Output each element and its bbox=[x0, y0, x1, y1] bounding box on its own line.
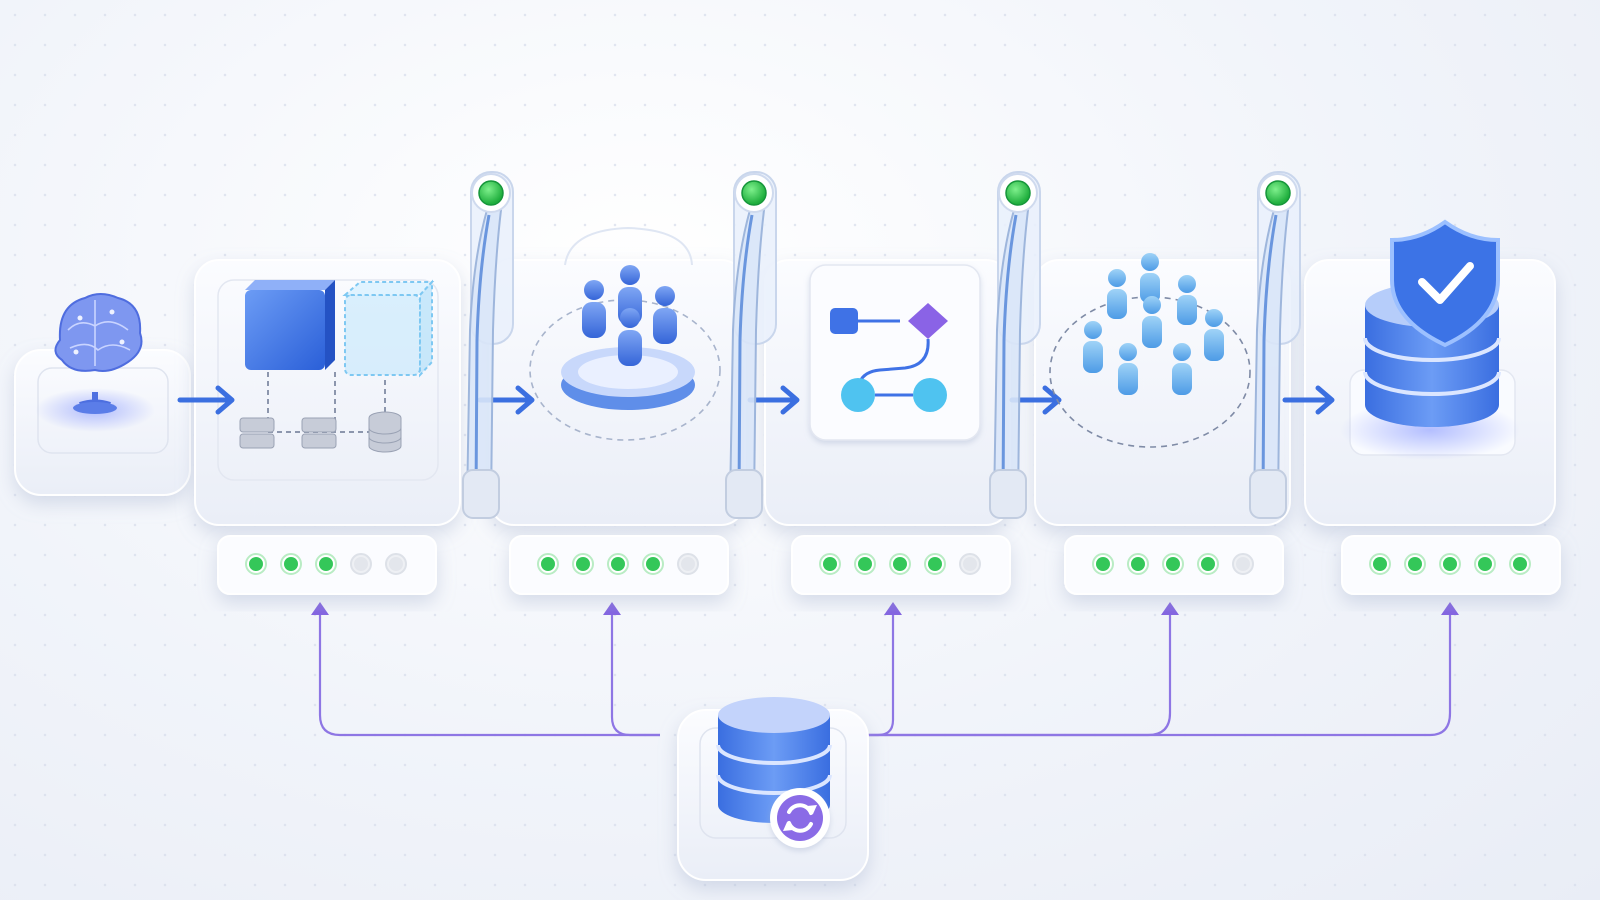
progress-dot-empty bbox=[959, 553, 981, 575]
hub-connectors bbox=[318, 612, 1452, 737]
person-icon bbox=[1083, 321, 1103, 373]
gate-2 bbox=[725, 171, 777, 519]
connector-stage-2 bbox=[610, 612, 660, 737]
progress-dot-empty bbox=[1232, 553, 1254, 575]
progress-dot-filled bbox=[1404, 553, 1426, 575]
progress-dot-filled bbox=[572, 553, 594, 575]
arrowhead-4 bbox=[1161, 602, 1179, 615]
arrowhead-2 bbox=[603, 602, 621, 615]
connector-stage-1 bbox=[318, 612, 660, 737]
progress-dot-filled bbox=[1162, 553, 1184, 575]
progress-dot-filled bbox=[1369, 553, 1391, 575]
stage-panel-workflow[interactable] bbox=[764, 259, 1011, 526]
progress-dot-empty bbox=[350, 553, 372, 575]
progress-dot-filled bbox=[537, 553, 559, 575]
person-icon bbox=[1177, 275, 1197, 325]
progress-dot-filled bbox=[1439, 553, 1461, 575]
connector-stage-5 bbox=[850, 612, 1452, 737]
progress-dot-filled bbox=[854, 553, 876, 575]
progress-dot-filled bbox=[245, 553, 267, 575]
server-icon bbox=[239, 417, 275, 449]
progress-dot-filled bbox=[642, 553, 664, 575]
people-group-icon bbox=[529, 226, 721, 441]
brain-icon bbox=[54, 293, 143, 414]
person-icon bbox=[618, 308, 642, 366]
arrowhead-5 bbox=[1441, 602, 1459, 615]
hub-database-sync-node[interactable] bbox=[677, 697, 869, 881]
progress-bar-secure-storage bbox=[1341, 535, 1561, 595]
shield-check-icon bbox=[1390, 219, 1500, 348]
gate-3 bbox=[989, 171, 1041, 519]
cubes-servers-icon bbox=[239, 279, 435, 453]
progress-dot-filled bbox=[1197, 553, 1219, 575]
person-icon bbox=[653, 286, 677, 344]
source-brain-node[interactable] bbox=[14, 293, 191, 496]
person-icon bbox=[1172, 343, 1192, 395]
arrowhead-3 bbox=[884, 602, 902, 615]
progress-dot-filled bbox=[889, 553, 911, 575]
person-icon bbox=[1142, 296, 1162, 348]
green-light-icon bbox=[471, 173, 511, 213]
person-icon bbox=[582, 280, 606, 338]
progress-bar-team-group bbox=[509, 535, 729, 595]
progress-dot-filled bbox=[607, 553, 629, 575]
progress-dot-empty bbox=[385, 553, 407, 575]
arrow-right-icon bbox=[177, 385, 235, 415]
progress-dot-filled bbox=[315, 553, 337, 575]
workflow-icon bbox=[830, 303, 948, 412]
database-small-icon bbox=[368, 411, 402, 453]
connector-arrowheads bbox=[311, 602, 1459, 615]
progress-dot-filled bbox=[819, 553, 841, 575]
progress-bar-workflow bbox=[791, 535, 1011, 595]
progress-bars bbox=[217, 535, 1561, 595]
database-sync-icon bbox=[716, 697, 832, 848]
shield-database-icon bbox=[1340, 219, 1520, 460]
arrow-right-icon bbox=[1282, 385, 1335, 415]
arrow-right-icon bbox=[747, 385, 800, 415]
gate-4 bbox=[1249, 171, 1301, 519]
progress-dot-filled bbox=[1509, 553, 1531, 575]
progress-dot-filled bbox=[280, 553, 302, 575]
arrowhead-1 bbox=[311, 602, 329, 615]
person-icon bbox=[1140, 253, 1160, 303]
sync-icon bbox=[770, 788, 830, 848]
progress-bar-crowd-scale bbox=[1064, 535, 1284, 595]
server-icon bbox=[301, 417, 337, 449]
gates bbox=[462, 171, 1301, 519]
green-light-icon bbox=[998, 173, 1038, 213]
connector-stage-4 bbox=[850, 612, 1172, 737]
person-icon bbox=[1204, 309, 1224, 361]
gate-1 bbox=[462, 171, 514, 519]
progress-dot-empty bbox=[677, 553, 699, 575]
progress-dot-filled bbox=[924, 553, 946, 575]
progress-dot-filled bbox=[1127, 553, 1149, 575]
progress-dot-filled bbox=[1474, 553, 1496, 575]
progress-dot-filled bbox=[1092, 553, 1114, 575]
person-icon bbox=[1118, 343, 1138, 395]
green-light-icon bbox=[1258, 173, 1298, 213]
person-icon bbox=[1107, 269, 1127, 319]
progress-bar-infrastructure bbox=[217, 535, 437, 595]
crowd-icon bbox=[1049, 253, 1251, 448]
green-light-icon bbox=[734, 173, 774, 213]
